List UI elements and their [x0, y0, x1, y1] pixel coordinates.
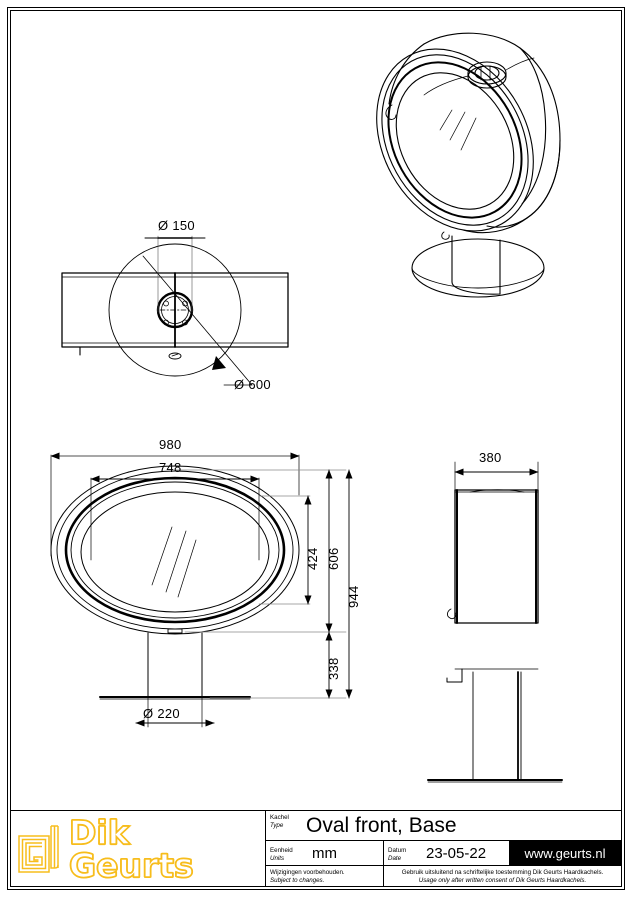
units-value: mm [312, 844, 337, 862]
date-label-en: Date [388, 854, 402, 862]
dim-front-width-inner: 748 [159, 460, 182, 475]
date-value: 23-05-22 [426, 844, 487, 862]
note-right-en: Usage only after written consent of Dik … [418, 877, 587, 884]
units-label: Eenheid Units [266, 844, 304, 863]
note-left-en: Subject to changes. [270, 877, 325, 884]
type-label-nl: Kachel [270, 814, 289, 821]
dim-base-diameter: Ø 220 [143, 706, 180, 721]
dim-body-height: 606 [326, 547, 341, 570]
dim-pedestal-height: 338 [326, 657, 341, 680]
dim-total-height: 944 [346, 585, 361, 608]
brand-logo: Dik Geurts [11, 811, 266, 886]
units-cell: Eenheid Units mm [266, 841, 384, 865]
sheet-border-outer [7, 7, 625, 890]
date-label-nl: Datum [388, 846, 407, 854]
title-block: Dik Geurts Kachel Type Oval front, Base … [10, 810, 622, 887]
website-url: www.geurts.nl [524, 845, 606, 861]
dim-front-width-outer: 980 [159, 437, 182, 452]
note-subject-to-changes: Wijzigingen voorbehouden. Subject to cha… [266, 866, 384, 886]
type-value-cell: Oval front, Base [304, 811, 621, 840]
dim-top-circle-diameter: Ø 600 [234, 377, 271, 392]
date-cell: Datum Date 23-05-22 [384, 841, 509, 865]
type-label-en: Type [270, 822, 284, 829]
units-label-en: Units [270, 854, 285, 862]
title-block-row-type: Kachel Type Oval front, Base [266, 811, 621, 841]
dim-side-depth: 380 [479, 450, 502, 465]
title-block-row-notes: Wijzigingen voorbehouden. Subject to cha… [266, 866, 621, 886]
sheet-border-inner [10, 10, 622, 887]
note-left-nl: Wijzigingen voorbehouden. [270, 869, 345, 876]
type-label: Kachel Type [266, 811, 304, 840]
units-label-nl: Eenheid [270, 846, 293, 854]
dim-flue-diameter: Ø 150 [158, 218, 195, 233]
note-right-nl: Gebruik uitsluitend na schriftelijke toe… [401, 869, 604, 876]
title-block-row-units-date: Eenheid Units mm Datum Date 23-05-22 www… [266, 841, 621, 866]
product-type-value: Oval front, Base [306, 813, 457, 837]
dim-glass-height: 424 [305, 547, 320, 570]
note-usage-consent: Gebruik uitsluitend na schriftelijke toe… [384, 866, 621, 886]
dik-geurts-monogram-icon [18, 824, 59, 873]
brand-wordmark: Dik Geurts [68, 812, 194, 885]
title-block-info: Kachel Type Oval front, Base Eenheid Uni… [266, 811, 621, 886]
date-label: Datum Date [384, 844, 422, 863]
website-banner[interactable]: www.geurts.nl [509, 841, 621, 865]
